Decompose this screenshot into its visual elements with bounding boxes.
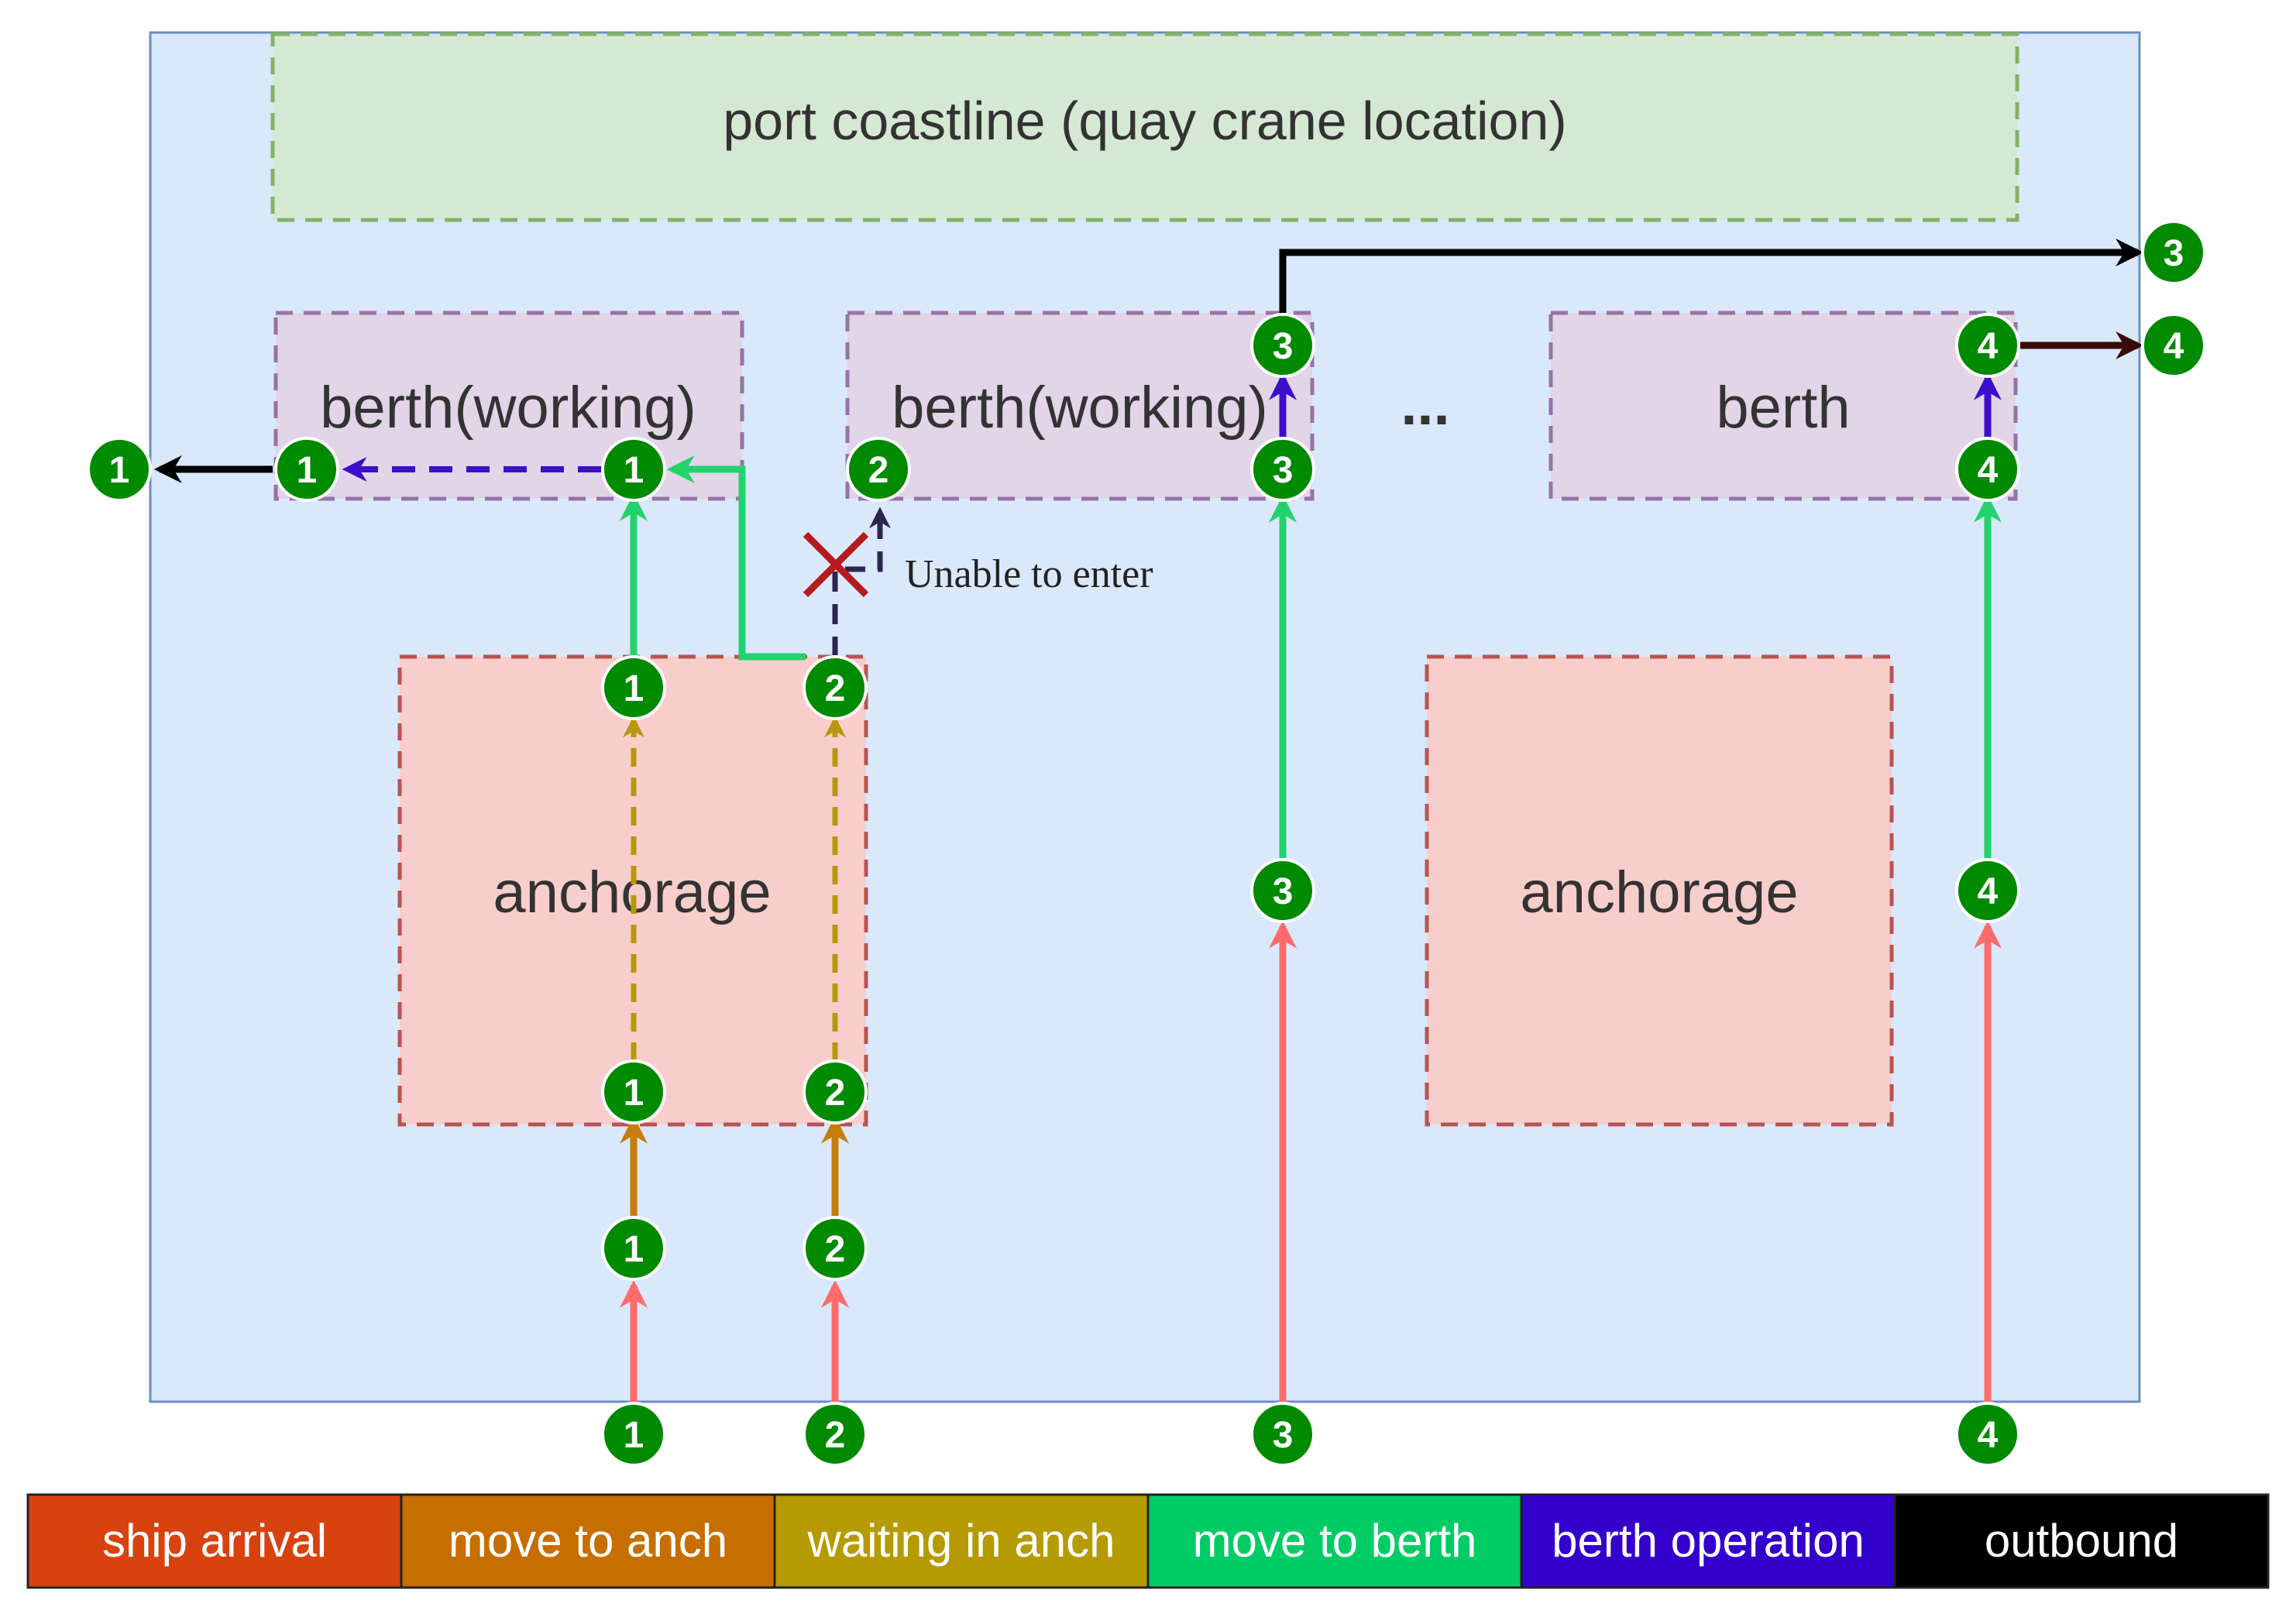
ship-badge-number: 1 [624, 668, 644, 709]
ship-badge-number: 4 [1978, 871, 1999, 912]
ship-badges: 1 1 1 1 1 1 1 2 2 2 2 2 3 3 3 3 3 4 4 4 4 4 [87, 220, 2206, 1467]
ship-1-badge: 1 [601, 1059, 666, 1124]
ship-badge-number: 1 [109, 450, 130, 491]
legend-label: ship arrival [102, 1515, 327, 1567]
legend-label: berth operation [1552, 1515, 1865, 1567]
ship-1-badge: 1 [601, 1402, 666, 1467]
ship-3-badge: 3 [1250, 858, 1315, 923]
ship-2-move-berth-arrow [666, 455, 806, 661]
berth-n [1548, 311, 2018, 501]
anchorage-2 [1425, 654, 1894, 1127]
ship-4-badge: 4 [1955, 858, 2020, 923]
ship-2-badge: 2 [803, 655, 868, 720]
ship-3-badge: 3 [1250, 1402, 1315, 1467]
berth-1-label: berth(working) [320, 375, 696, 441]
ship-3-badge: 3 [1250, 437, 1315, 502]
berth-2-label: berth(working) [892, 375, 1268, 441]
ship-4-badge: 4 [1955, 1402, 2020, 1467]
legend-label: outbound [1985, 1515, 2178, 1567]
ship-badge-number: 1 [624, 450, 644, 491]
ship-badge-number: 2 [825, 1415, 846, 1456]
berth-n-label: berth [1716, 375, 1850, 441]
ship-2-badge: 2 [803, 1216, 868, 1281]
unable-to-enter-label: Unable to enter [905, 552, 1153, 596]
legend-label: move to anch [449, 1515, 727, 1567]
berth-ellipsis: ... [1401, 372, 1449, 438]
coastline-label: port coastline (quay crane location) [723, 91, 1566, 151]
ship-badge-number: 3 [1273, 871, 1294, 912]
ship-badge-number: 1 [624, 1073, 644, 1114]
ship-1-badge: 1 [601, 1216, 666, 1281]
ship-badge-number: 1 [297, 450, 318, 491]
legend-item-move-to-anch: move to anch [400, 1493, 776, 1589]
ship-2-blocked-arrow [832, 506, 891, 657]
ship-3-outbound-arrow [1279, 239, 2144, 314]
ship-badge-number: 3 [1273, 450, 1294, 491]
legend-label: move to berth [1193, 1515, 1477, 1567]
ship-badge-number: 2 [825, 1229, 846, 1270]
phase-legend: ship arrival move to anch waiting in anch m… [26, 1493, 2270, 1589]
legend-label: waiting in anch [807, 1515, 1115, 1567]
legend-swatch [400, 1493, 776, 1589]
ship-4-badge: 4 [2141, 313, 2206, 378]
legend-item-outbound: outbound [1893, 1493, 2270, 1589]
ship-badge-number: 4 [1978, 450, 1999, 491]
legend-item-waiting-in-anch: waiting in anch [773, 1493, 1150, 1589]
legend-swatch [773, 1493, 1150, 1589]
ship-badge-number: 2 [825, 668, 846, 709]
ship-1-badge: 1 [87, 437, 152, 502]
ship-2-badge: 2 [846, 437, 911, 502]
ship-1-badge: 1 [601, 437, 666, 502]
anchorage-2-label: anchorage [1520, 860, 1798, 925]
ship-3-badge: 3 [1250, 313, 1315, 378]
legend-swatch [1146, 1493, 1523, 1589]
ship-2-badge: 2 [803, 1402, 868, 1467]
ship-badge-number: 2 [868, 450, 889, 491]
ship-1-badge: 1 [274, 437, 339, 502]
ship-badge-number: 1 [624, 1415, 644, 1456]
ship-badge-number: 4 [1978, 326, 1999, 367]
legend-swatch [1893, 1493, 2270, 1589]
ship-badge-number: 4 [2164, 326, 2184, 367]
legend-swatch [26, 1493, 403, 1589]
ship-badge-number: 1 [624, 1229, 644, 1270]
ship-badge-number: 4 [1978, 1415, 1999, 1456]
berth-2 [845, 311, 1315, 501]
ship-badge-number: 2 [825, 1073, 846, 1114]
ship-3-badge: 3 [2141, 220, 2206, 285]
ship-4-badge: 4 [1955, 313, 2020, 378]
legend-item-berth-operation: berth operation [1520, 1493, 1896, 1589]
legend-item-ship-arrival: ship arrival [26, 1493, 403, 1589]
ship-2-badge: 2 [803, 1059, 868, 1124]
ship-badge-number: 3 [2164, 233, 2184, 274]
ship-badge-number: 3 [1273, 326, 1294, 367]
ship-badge-number: 3 [1273, 1415, 1294, 1456]
ship-1-badge: 1 [601, 655, 666, 720]
coastline-region [270, 32, 2019, 222]
ship-4-badge: 4 [1955, 437, 2020, 502]
legend-item-move-to-berth: move to berth [1146, 1493, 1523, 1589]
blocked-x-icon [803, 531, 869, 598]
